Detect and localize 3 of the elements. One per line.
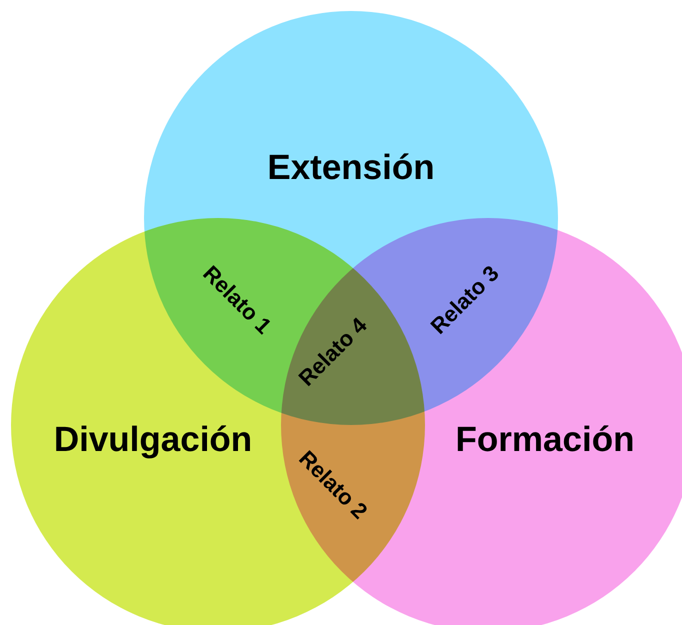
set-label: Divulgación bbox=[54, 420, 252, 460]
set-label: Formación bbox=[456, 420, 634, 460]
set-label: Extensión bbox=[267, 148, 435, 188]
